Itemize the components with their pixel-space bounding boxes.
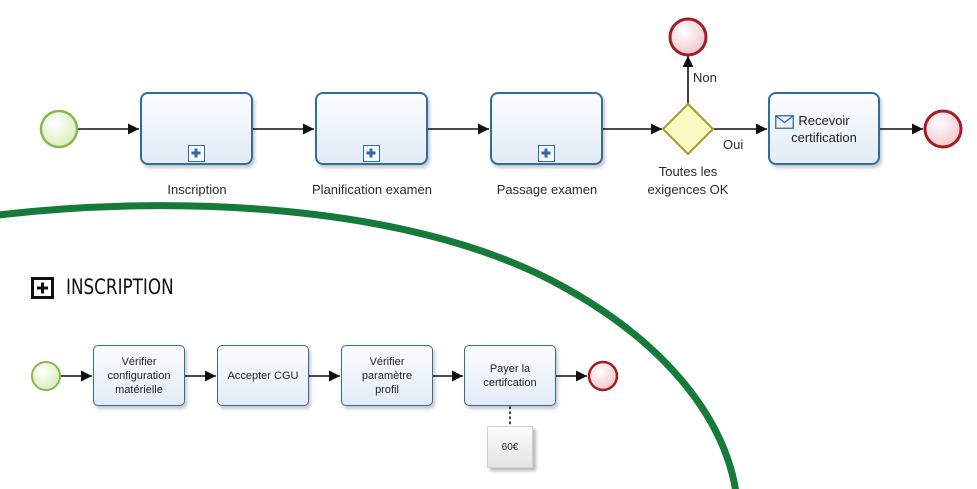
task-verifier-profil[interactable]: Vérifier paramètre profil	[341, 345, 433, 406]
task-payer-certification[interactable]: Payer la certifcation	[464, 345, 556, 406]
task-caption: Passage examen	[496, 182, 598, 197]
flow-label-yes: Oui	[723, 137, 744, 152]
subprocess-plus-icon[interactable]	[538, 145, 555, 162]
task-label: Recevoir certification	[791, 112, 857, 145]
task-caption: Planification examen	[312, 182, 432, 197]
annotation-text: 60€	[501, 441, 519, 453]
price-annotation[interactable]: 60€	[487, 426, 533, 468]
subprocess-title: INSCRIPTION	[66, 275, 174, 299]
envelope-icon	[775, 98, 794, 129]
end-event[interactable]	[923, 109, 963, 149]
end-event-rejected[interactable]	[668, 17, 708, 57]
receive-task-certification[interactable]: Recevoir certification	[768, 92, 880, 165]
flow-label-no: Non	[693, 70, 717, 85]
task-label: Accepter CGU	[227, 369, 299, 382]
highlight-curve	[0, 202, 739, 489]
subprocess-plus-icon[interactable]	[188, 145, 205, 162]
subprocess-task-inscription[interactable]	[140, 92, 253, 165]
task-label: Vérifier paramètre profil	[361, 355, 413, 396]
expand-plus-icon	[31, 277, 54, 299]
exclusive-gateway[interactable]	[661, 102, 715, 156]
task-label: Vérifier configuration matérielle	[107, 355, 171, 396]
gateway-caption: Toutes les exigences OK	[647, 164, 729, 197]
task-caption: Inscription	[167, 182, 227, 197]
subprocess-start-event[interactable]	[31, 361, 61, 391]
start-event[interactable]	[39, 109, 79, 149]
task-accepter-cgu[interactable]: Accepter CGU	[217, 345, 309, 406]
subprocess-plus-icon[interactable]	[363, 145, 380, 162]
task-verifier-configuration[interactable]: Vérifier configuration matérielle	[93, 345, 185, 406]
subprocess-end-event[interactable]	[587, 360, 619, 392]
subprocess-task-planification[interactable]	[315, 92, 428, 165]
task-label: Payer la certifcation	[483, 362, 537, 389]
subprocess-task-passage[interactable]	[490, 92, 603, 165]
